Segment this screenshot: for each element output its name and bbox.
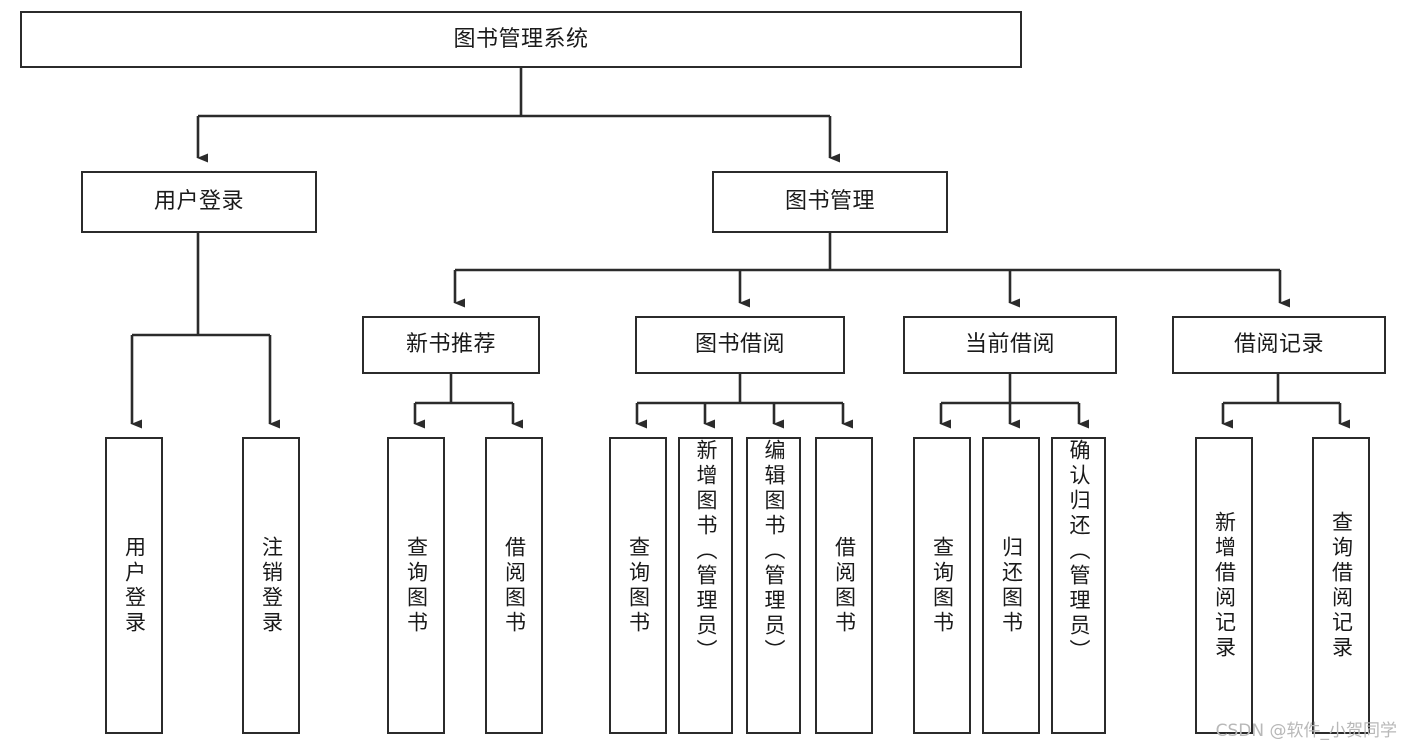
leaf-edit-book-admin[interactable]: 编辑图书（管理员） — [746, 437, 801, 734]
leaf-logout-label: 注销登录 — [259, 535, 284, 636]
leaf-query-book-borrow-label: 查询图书 — [626, 535, 651, 636]
leaf-confirm-return-admin[interactable]: 确认归还（管理员） — [1051, 437, 1106, 734]
leaf-query-book-borrow[interactable]: 查询图书 — [609, 437, 667, 734]
node-book-management[interactable]: 图书管理 — [712, 171, 948, 233]
node-root-label: 图书管理系统 — [453, 26, 589, 52]
leaf-edit-book-admin-label: 编辑图书（管理员） — [762, 439, 786, 664]
node-user-login-label: 用户登录 — [153, 189, 244, 214]
node-borrow-record-label: 借阅记录 — [1233, 332, 1324, 357]
leaf-add-book-admin[interactable]: 新增图书（管理员） — [678, 437, 733, 734]
leaf-query-borrow-record[interactable]: 查询借阅记录 — [1312, 437, 1370, 734]
leaf-return-book[interactable]: 归还图书 — [982, 437, 1040, 734]
leaf-borrow-book[interactable]: 借阅图书 — [815, 437, 873, 734]
node-book-borrow[interactable]: 图书借阅 — [635, 316, 845, 374]
node-borrow-record[interactable]: 借阅记录 — [1172, 316, 1386, 374]
leaf-query-book-recommend[interactable]: 查询图书 — [387, 437, 445, 734]
leaf-user-login-label: 用户登录 — [122, 535, 147, 636]
node-book-borrow-label: 图书借阅 — [694, 332, 785, 357]
node-new-book-recommend-label: 新书推荐 — [405, 332, 496, 357]
leaf-confirm-return-admin-label: 确认归还（管理员） — [1067, 439, 1091, 664]
leaf-add-book-admin-label: 新增图书（管理员） — [694, 439, 718, 664]
leaf-query-book-recommend-label: 查询图书 — [404, 535, 429, 636]
node-new-book-recommend[interactable]: 新书推荐 — [362, 316, 540, 374]
leaf-borrow-book-recommend-label: 借阅图书 — [502, 535, 527, 636]
node-user-login[interactable]: 用户登录 — [81, 171, 317, 233]
node-book-management-label: 图书管理 — [784, 189, 875, 214]
leaf-borrow-book-label: 借阅图书 — [832, 535, 857, 636]
leaf-borrow-book-recommend[interactable]: 借阅图书 — [485, 437, 543, 734]
node-current-borrow[interactable]: 当前借阅 — [903, 316, 1117, 374]
leaf-query-book-current[interactable]: 查询图书 — [913, 437, 971, 734]
leaf-return-book-label: 归还图书 — [999, 535, 1024, 636]
leaf-logout[interactable]: 注销登录 — [242, 437, 300, 734]
leaf-user-login[interactable]: 用户登录 — [105, 437, 163, 734]
leaf-query-book-current-label: 查询图书 — [930, 535, 955, 636]
leaf-add-borrow-record[interactable]: 新增借阅记录 — [1195, 437, 1253, 734]
node-root[interactable]: 图书管理系统 — [20, 11, 1022, 68]
leaf-query-borrow-record-label: 查询借阅记录 — [1329, 510, 1354, 661]
node-current-borrow-label: 当前借阅 — [964, 332, 1055, 357]
leaf-add-borrow-record-label: 新增借阅记录 — [1212, 510, 1237, 661]
